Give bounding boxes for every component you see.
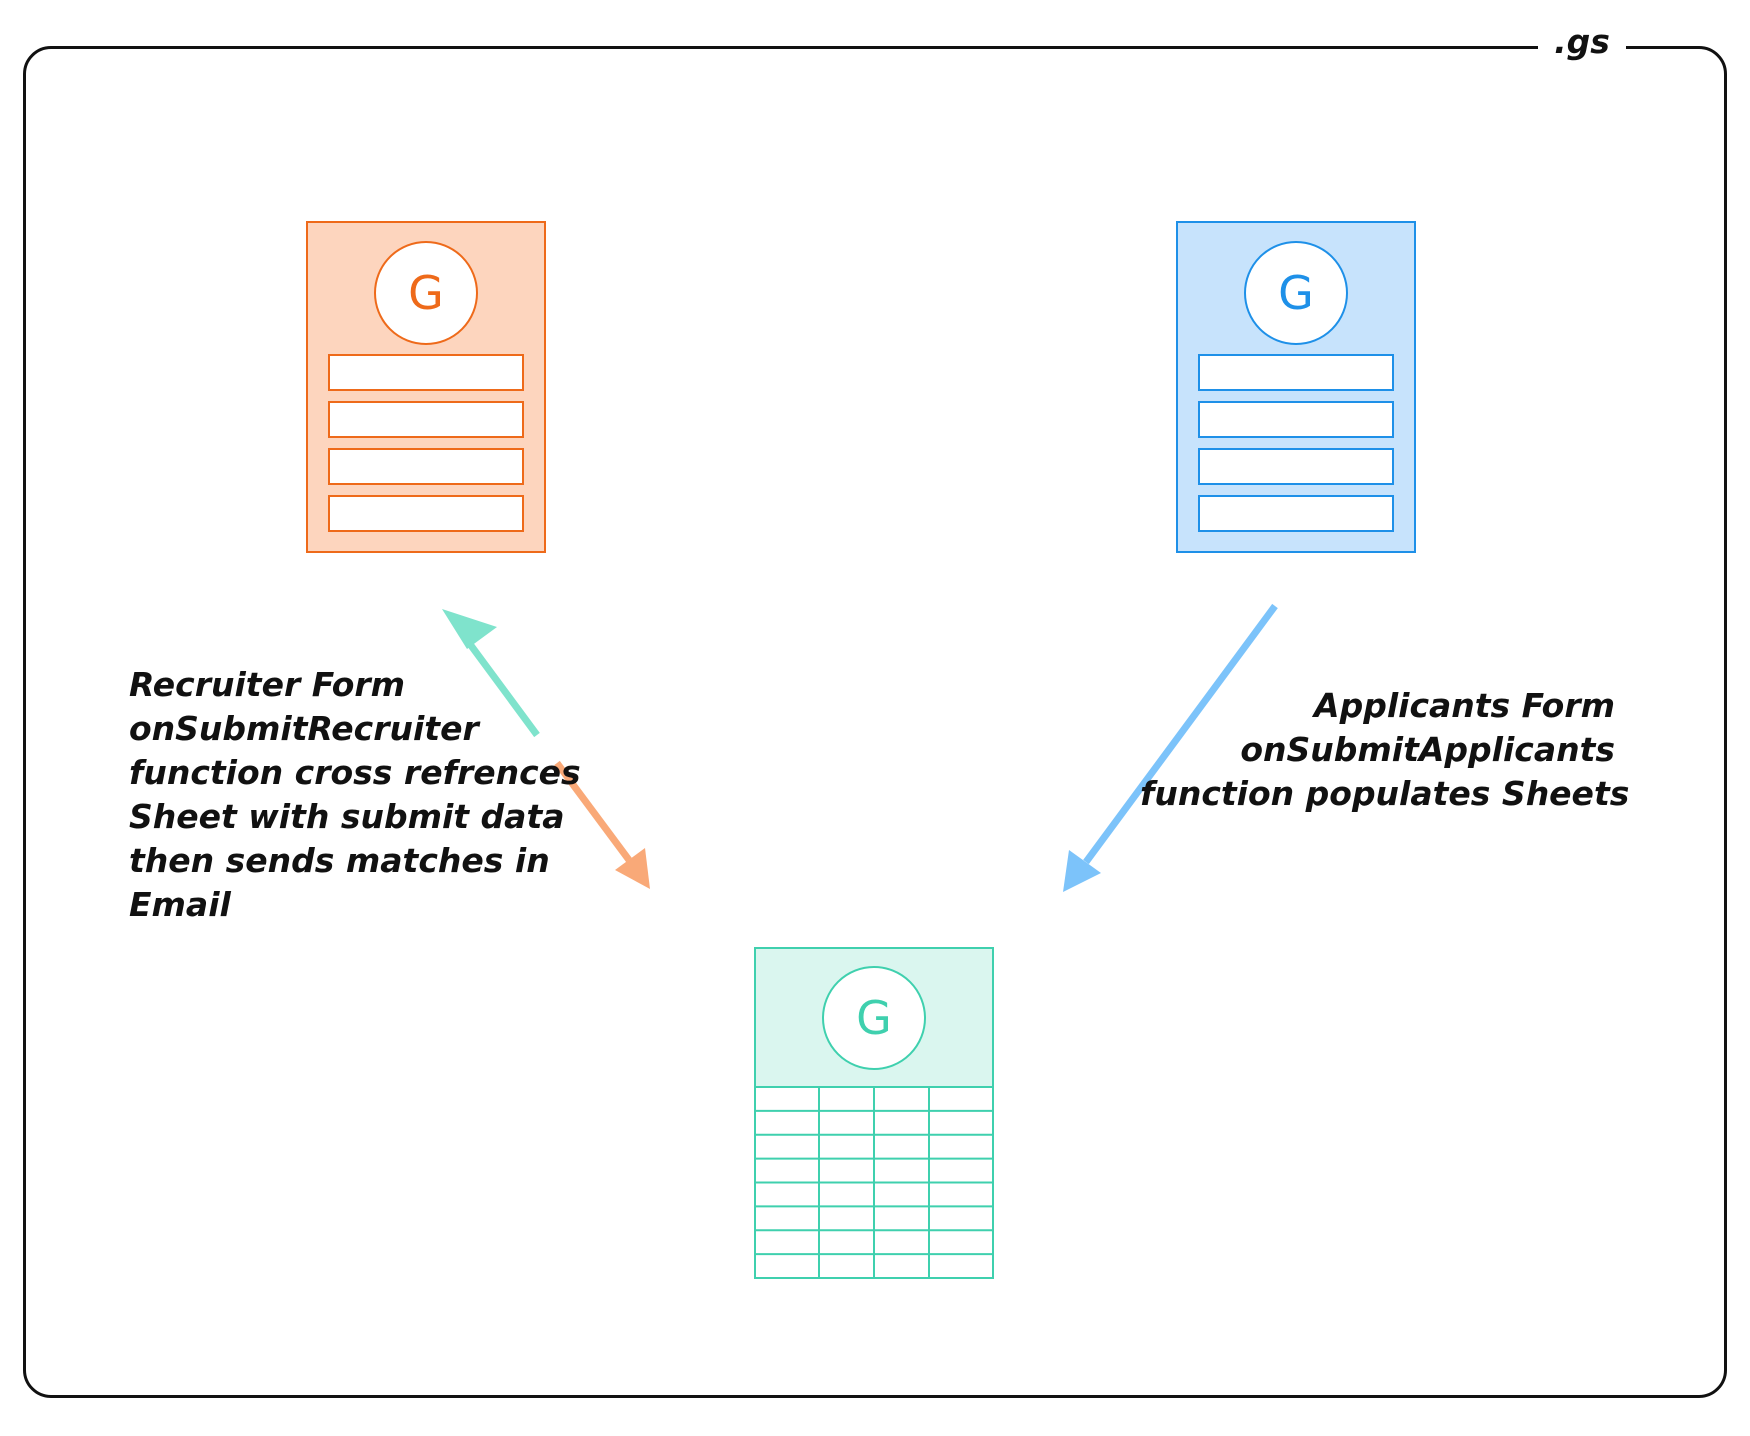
recruiter-caption-line: then sends matches in xyxy=(129,841,550,880)
sheet-logo-circle xyxy=(822,966,926,1070)
arrow-recruiter-to-sheet-line xyxy=(554,760,632,863)
applicants-form-field xyxy=(1198,401,1394,438)
frame-label: .gs xyxy=(1538,18,1626,70)
recruiter-caption: Recruiter Form onSubmitRecruiter functio… xyxy=(129,663,581,927)
applicants-caption-line: onSubmitApplicants xyxy=(1240,730,1615,769)
gs-script-frame xyxy=(23,46,1727,1398)
arrow-sheet-to-recruiter-line xyxy=(461,633,540,738)
recruiter-caption-line: Sheet with submit data xyxy=(129,797,565,836)
recruiter-caption-line: Email xyxy=(129,885,231,924)
applicants-form-field xyxy=(1198,354,1394,391)
sheet-doc[interactable]: G xyxy=(754,947,994,1279)
recruiter-caption-line: Recruiter Form xyxy=(129,665,406,704)
arrow-recruiter-to-sheet-head xyxy=(615,848,650,889)
arrow-applicants-to-sheet-head xyxy=(1063,850,1101,892)
arrow-sheet-to-recruiter-head xyxy=(442,609,497,649)
sheet-grid xyxy=(755,1087,993,1278)
applicants-caption-line: function populates Sheets xyxy=(1140,774,1630,813)
recruiter-form-logo-letter: G xyxy=(408,266,444,320)
sheet-logo-letter: G xyxy=(856,991,892,1045)
recruiter-form-logo-circle xyxy=(374,241,478,345)
applicants-form-logo-letter: G xyxy=(1278,266,1314,320)
applicants-caption-line: Applicants Form xyxy=(1314,686,1615,725)
recruiter-form-doc[interactable]: G xyxy=(306,221,546,553)
recruiter-form-field xyxy=(328,495,524,532)
recruiter-form-field xyxy=(328,354,524,391)
recruiter-caption-line: function cross refrences xyxy=(129,753,581,792)
recruiter-caption-line: onSubmitRecruiter xyxy=(129,709,479,748)
applicants-form-doc[interactable]: G xyxy=(1176,221,1416,553)
applicants-caption: Applicants Form onSubmitApplicants funct… xyxy=(1140,684,1630,816)
arrow-recruiter-to-sheet xyxy=(554,760,650,889)
recruiter-form-field xyxy=(328,448,524,485)
arrow-sheet-to-recruiter xyxy=(442,609,540,738)
recruiter-form-field xyxy=(328,401,524,438)
applicants-form-logo-circle xyxy=(1244,241,1348,345)
arrow-applicants-to-sheet-line xyxy=(1083,603,1278,865)
applicants-form-field xyxy=(1198,495,1394,532)
applicants-form-field xyxy=(1198,448,1394,485)
arrow-applicants-to-sheet xyxy=(1063,603,1278,892)
